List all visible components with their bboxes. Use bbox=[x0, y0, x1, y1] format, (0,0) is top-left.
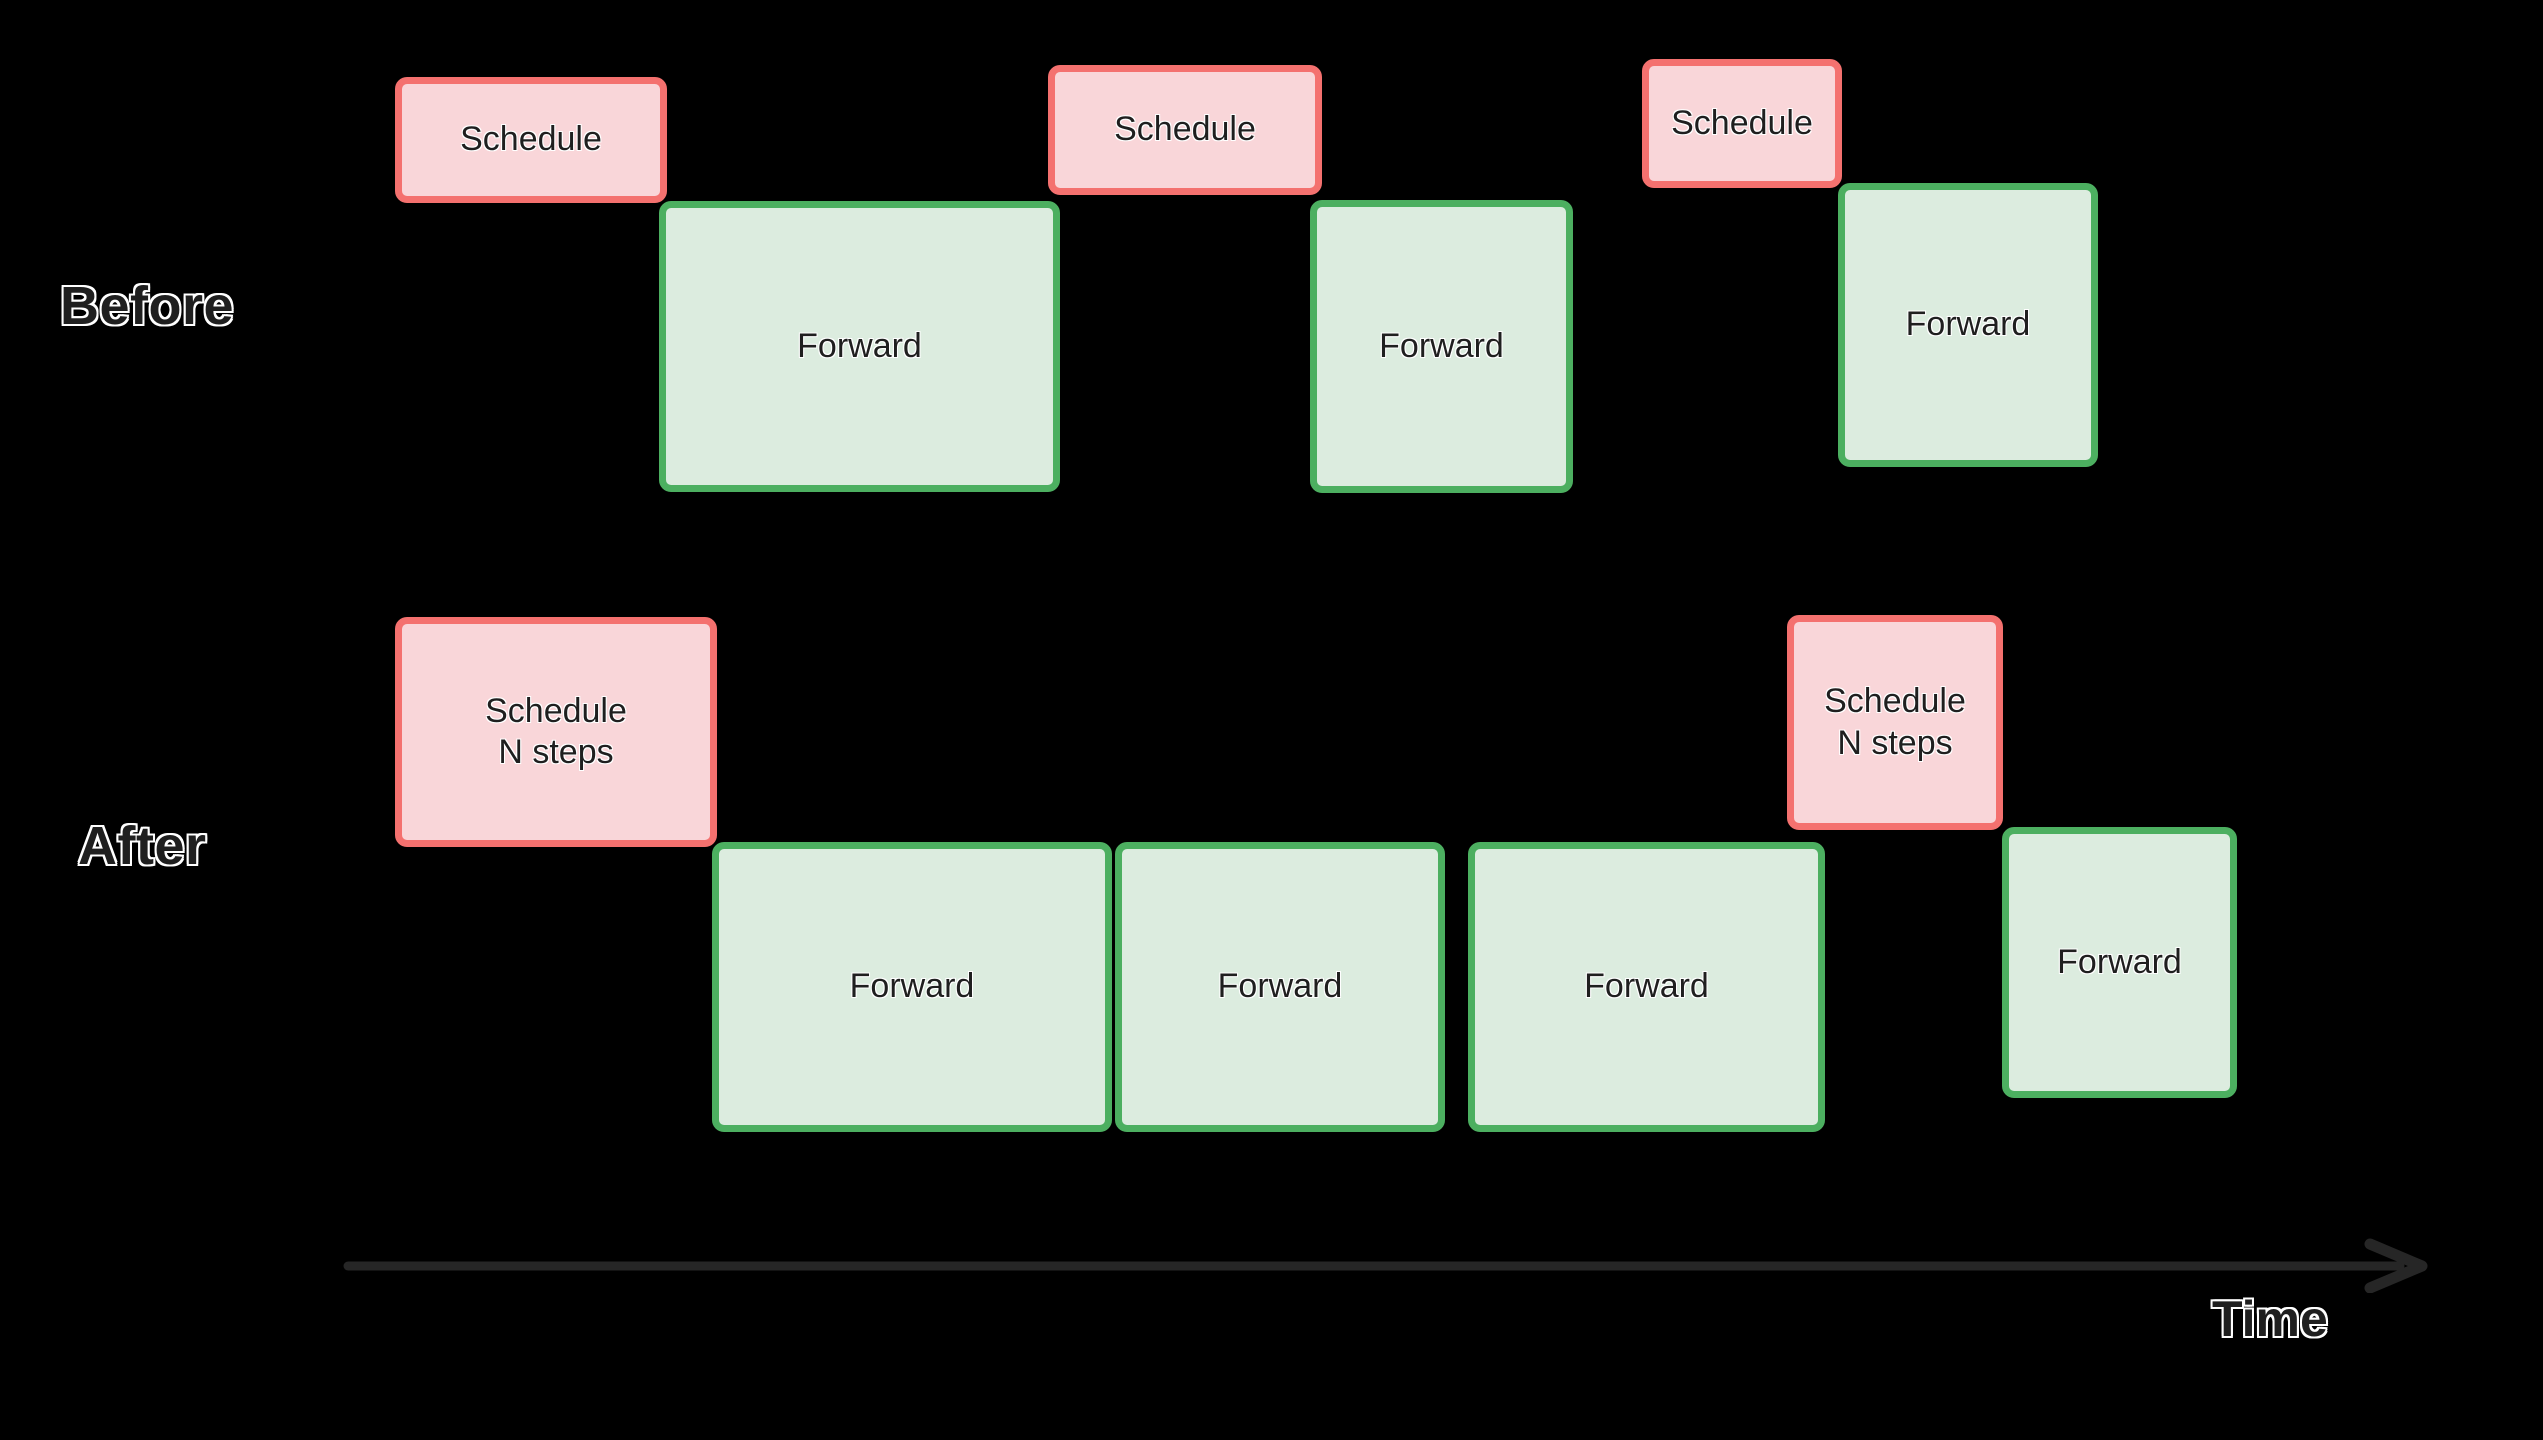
after-schedule-n-steps-block-2[interactable]: Schedule N steps bbox=[1787, 615, 2003, 830]
row-label-after: After bbox=[77, 815, 208, 878]
before-schedule-block-1[interactable]: Schedule bbox=[395, 77, 667, 203]
after-forward-block-2[interactable]: Forward bbox=[1115, 842, 1445, 1132]
block-label: Schedule N steps bbox=[485, 691, 627, 771]
before-schedule-block-2[interactable]: Schedule bbox=[1048, 65, 1322, 195]
before-forward-block-3[interactable]: Forward bbox=[1838, 183, 2098, 467]
after-forward-block-1[interactable]: Forward bbox=[712, 842, 1112, 1132]
before-schedule-block-3[interactable]: Schedule bbox=[1642, 59, 1842, 188]
after-forward-block-4[interactable]: Forward bbox=[2002, 827, 2237, 1098]
block-label: Schedule bbox=[1671, 103, 1813, 142]
block-label: Forward bbox=[1584, 967, 1709, 1006]
after-forward-block-3[interactable]: Forward bbox=[1468, 842, 1825, 1132]
block-label: Forward bbox=[2057, 942, 2182, 981]
before-forward-block-1[interactable]: Forward bbox=[659, 201, 1060, 492]
time-axis-label: Time bbox=[2211, 1290, 2329, 1349]
before-forward-block-2[interactable]: Forward bbox=[1310, 200, 1573, 493]
block-label: Forward bbox=[849, 967, 975, 1006]
block-label: Schedule N steps bbox=[1824, 682, 1966, 762]
block-label: Forward bbox=[797, 326, 922, 365]
arrow-right-icon bbox=[343, 1238, 2428, 1293]
row-label-before: Before bbox=[59, 275, 235, 338]
block-label: Schedule bbox=[1114, 110, 1256, 149]
block-label: Forward bbox=[1217, 967, 1343, 1006]
block-label: Schedule bbox=[460, 120, 602, 159]
block-label: Forward bbox=[1905, 305, 2031, 344]
after-schedule-n-steps-block-1[interactable]: Schedule N steps bbox=[395, 617, 717, 847]
block-label: Forward bbox=[1379, 326, 1504, 365]
